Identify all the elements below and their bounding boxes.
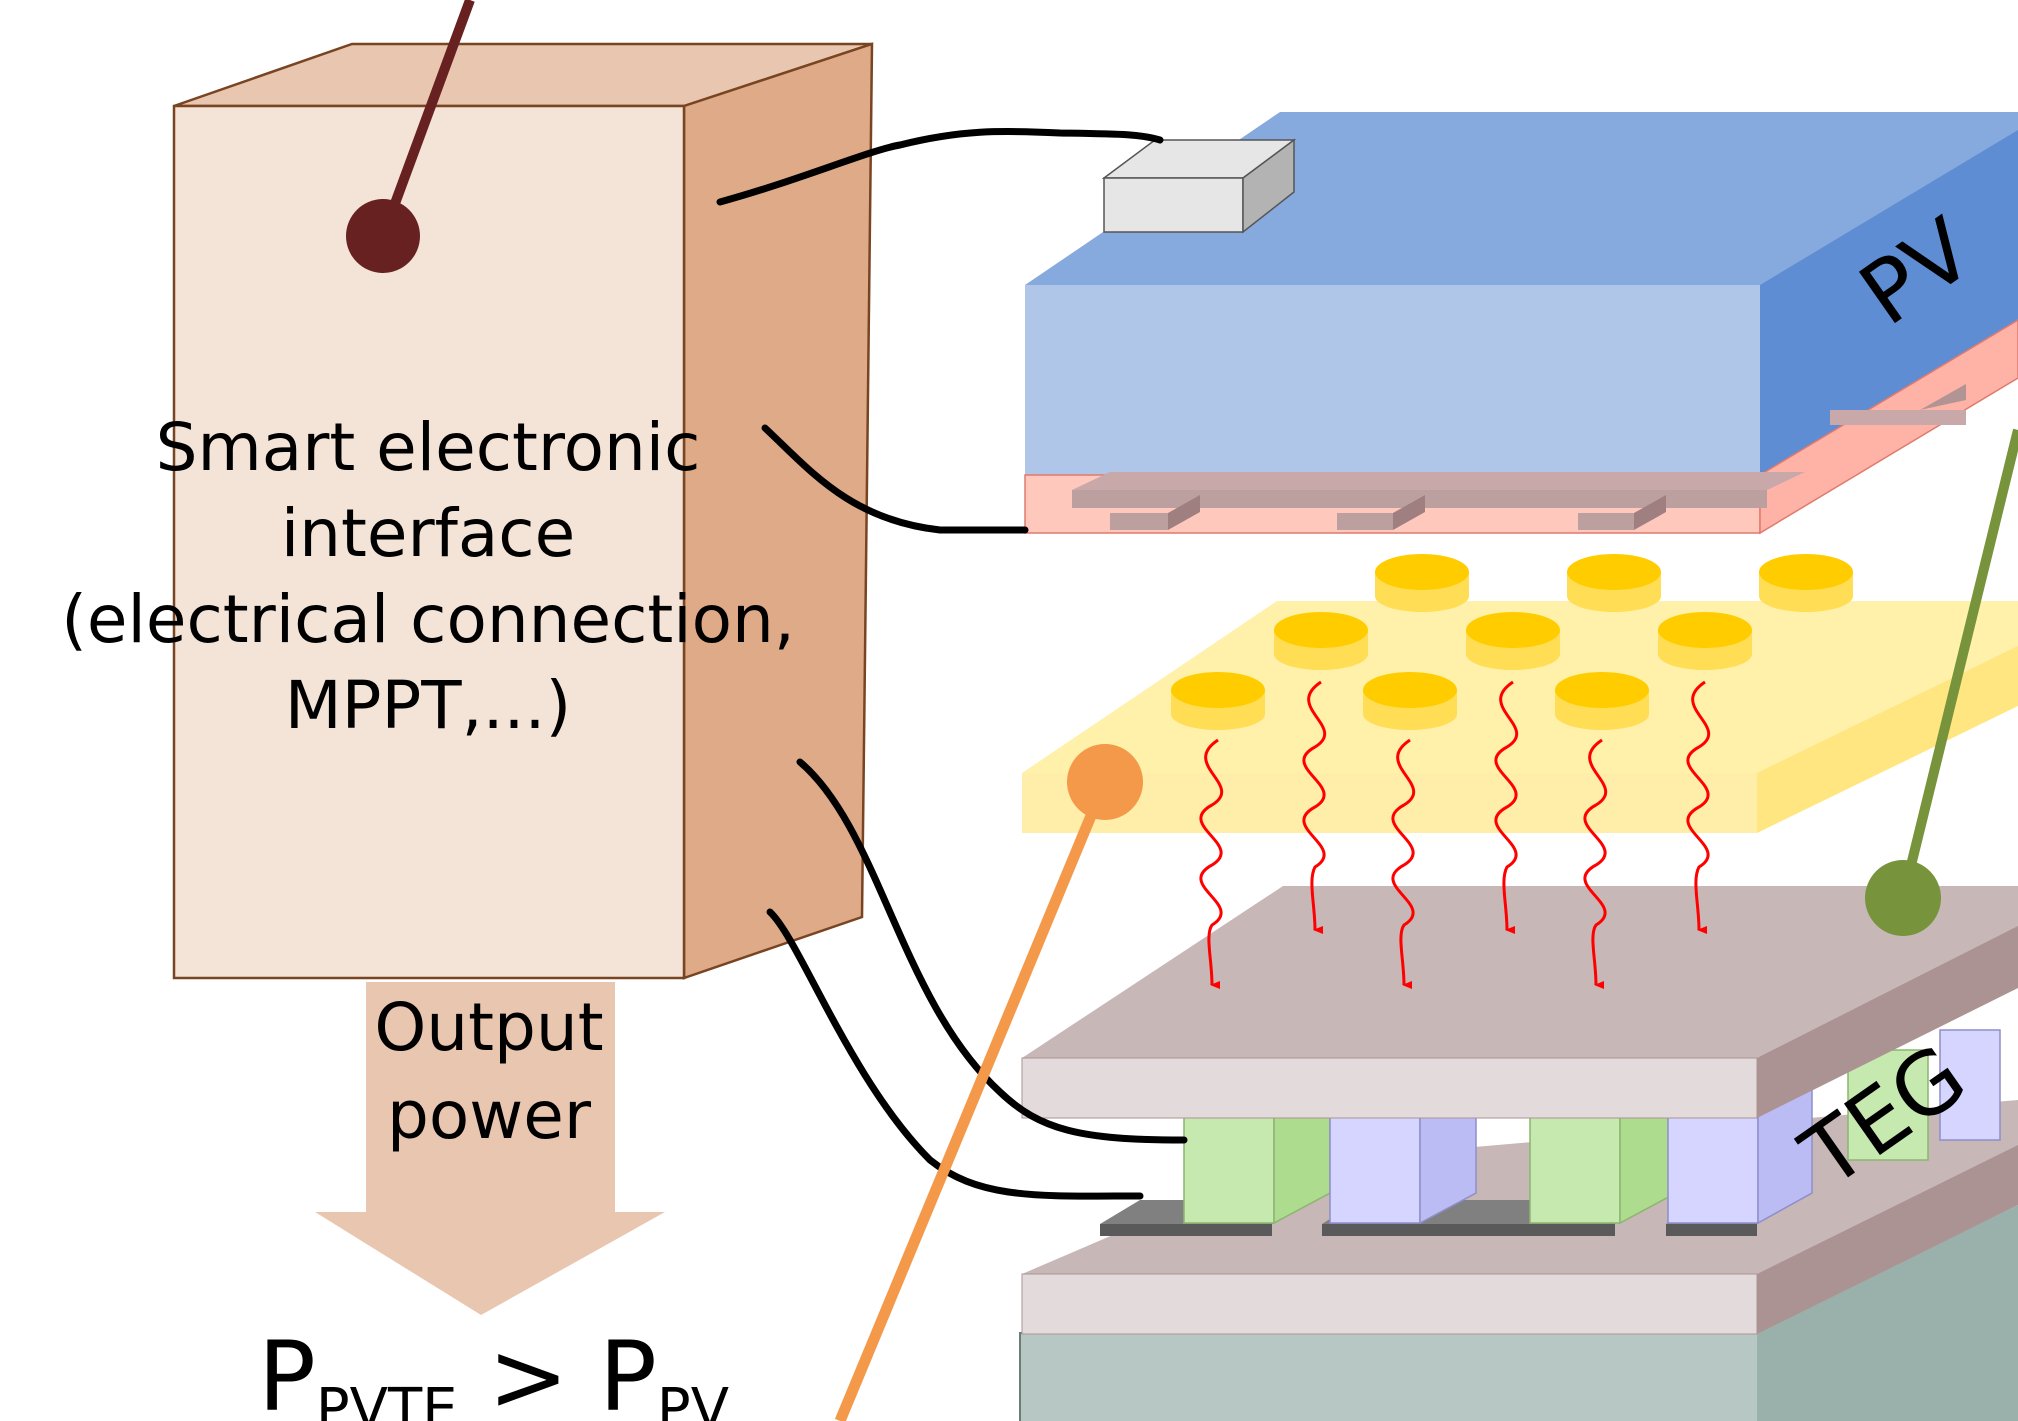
output-line-2: power <box>387 1077 592 1154</box>
heat-arrow <box>1686 680 1711 934</box>
interface-line-1: Smart electronic <box>156 409 701 486</box>
interface-line-3: (electrical connection, <box>61 581 795 658</box>
power-formula: PPVTE > PPV <box>258 1321 729 1421</box>
interface-line-4: MPPT,...) <box>285 667 572 744</box>
n-leg <box>1939 1029 2001 1141</box>
wire-pv-top <box>716 127 1164 206</box>
wire-pv-bottom <box>761 424 1029 534</box>
absorber-dot <box>1759 554 1853 612</box>
wire-teg-1 <box>796 758 1188 1144</box>
absorber-dot <box>1567 554 1661 612</box>
absorber-dot <box>1466 612 1560 670</box>
n-leg <box>1329 1112 1421 1224</box>
pointer-dot-teg <box>1865 860 1941 936</box>
heat-sink <box>1019 1205 2018 1421</box>
p-leg <box>1529 1112 1621 1224</box>
output-power-arrow <box>315 982 665 1315</box>
absorber-dots <box>1171 554 1853 730</box>
p-leg <box>1847 1049 1929 1161</box>
pointer-absorber <box>834 744 1143 1421</box>
wire-teg-2 <box>766 908 1144 1200</box>
formula-op: > <box>458 1321 599 1421</box>
heat-arrow <box>1199 738 1224 989</box>
interface-box <box>172 42 874 980</box>
pointer-dot-interface <box>346 199 420 273</box>
wires <box>716 127 1188 1200</box>
formula-p2: P <box>599 1321 657 1421</box>
output-power-label: Output power <box>374 989 603 1154</box>
pv-back-contacts <box>1072 384 1966 530</box>
formula-sub2: PV <box>657 1377 729 1421</box>
heat-arrow <box>1302 680 1327 934</box>
formula-p1: P <box>258 1321 316 1421</box>
interface-box-label: Smart electronic interface (electrical c… <box>61 409 795 744</box>
absorber-dot <box>1363 672 1457 730</box>
output-line-1: Output <box>374 989 603 1066</box>
heat-arrow <box>1494 680 1519 934</box>
absorber-layer <box>1022 601 2018 833</box>
heat-flow-arrows <box>1199 680 1711 989</box>
interface-line-2: interface <box>281 495 575 572</box>
p-leg <box>1183 1112 1275 1224</box>
heat-arrow <box>1391 738 1416 989</box>
pointer-dot-absorber <box>1067 744 1143 820</box>
absorber-dot <box>1274 612 1368 670</box>
teg-top-plate <box>1021 886 2018 1119</box>
pointer-teg <box>1865 428 2018 936</box>
absorber-dot <box>1171 672 1265 730</box>
absorber-dot <box>1375 554 1469 612</box>
absorber-dot <box>1658 612 1752 670</box>
pointer-interface <box>346 0 475 273</box>
absorber-dot <box>1555 672 1649 730</box>
formula-sub1: PVTE <box>316 1377 458 1421</box>
junction-box <box>1101 138 1297 234</box>
heat-arrow <box>1583 738 1608 989</box>
n-leg <box>1667 1112 1759 1224</box>
